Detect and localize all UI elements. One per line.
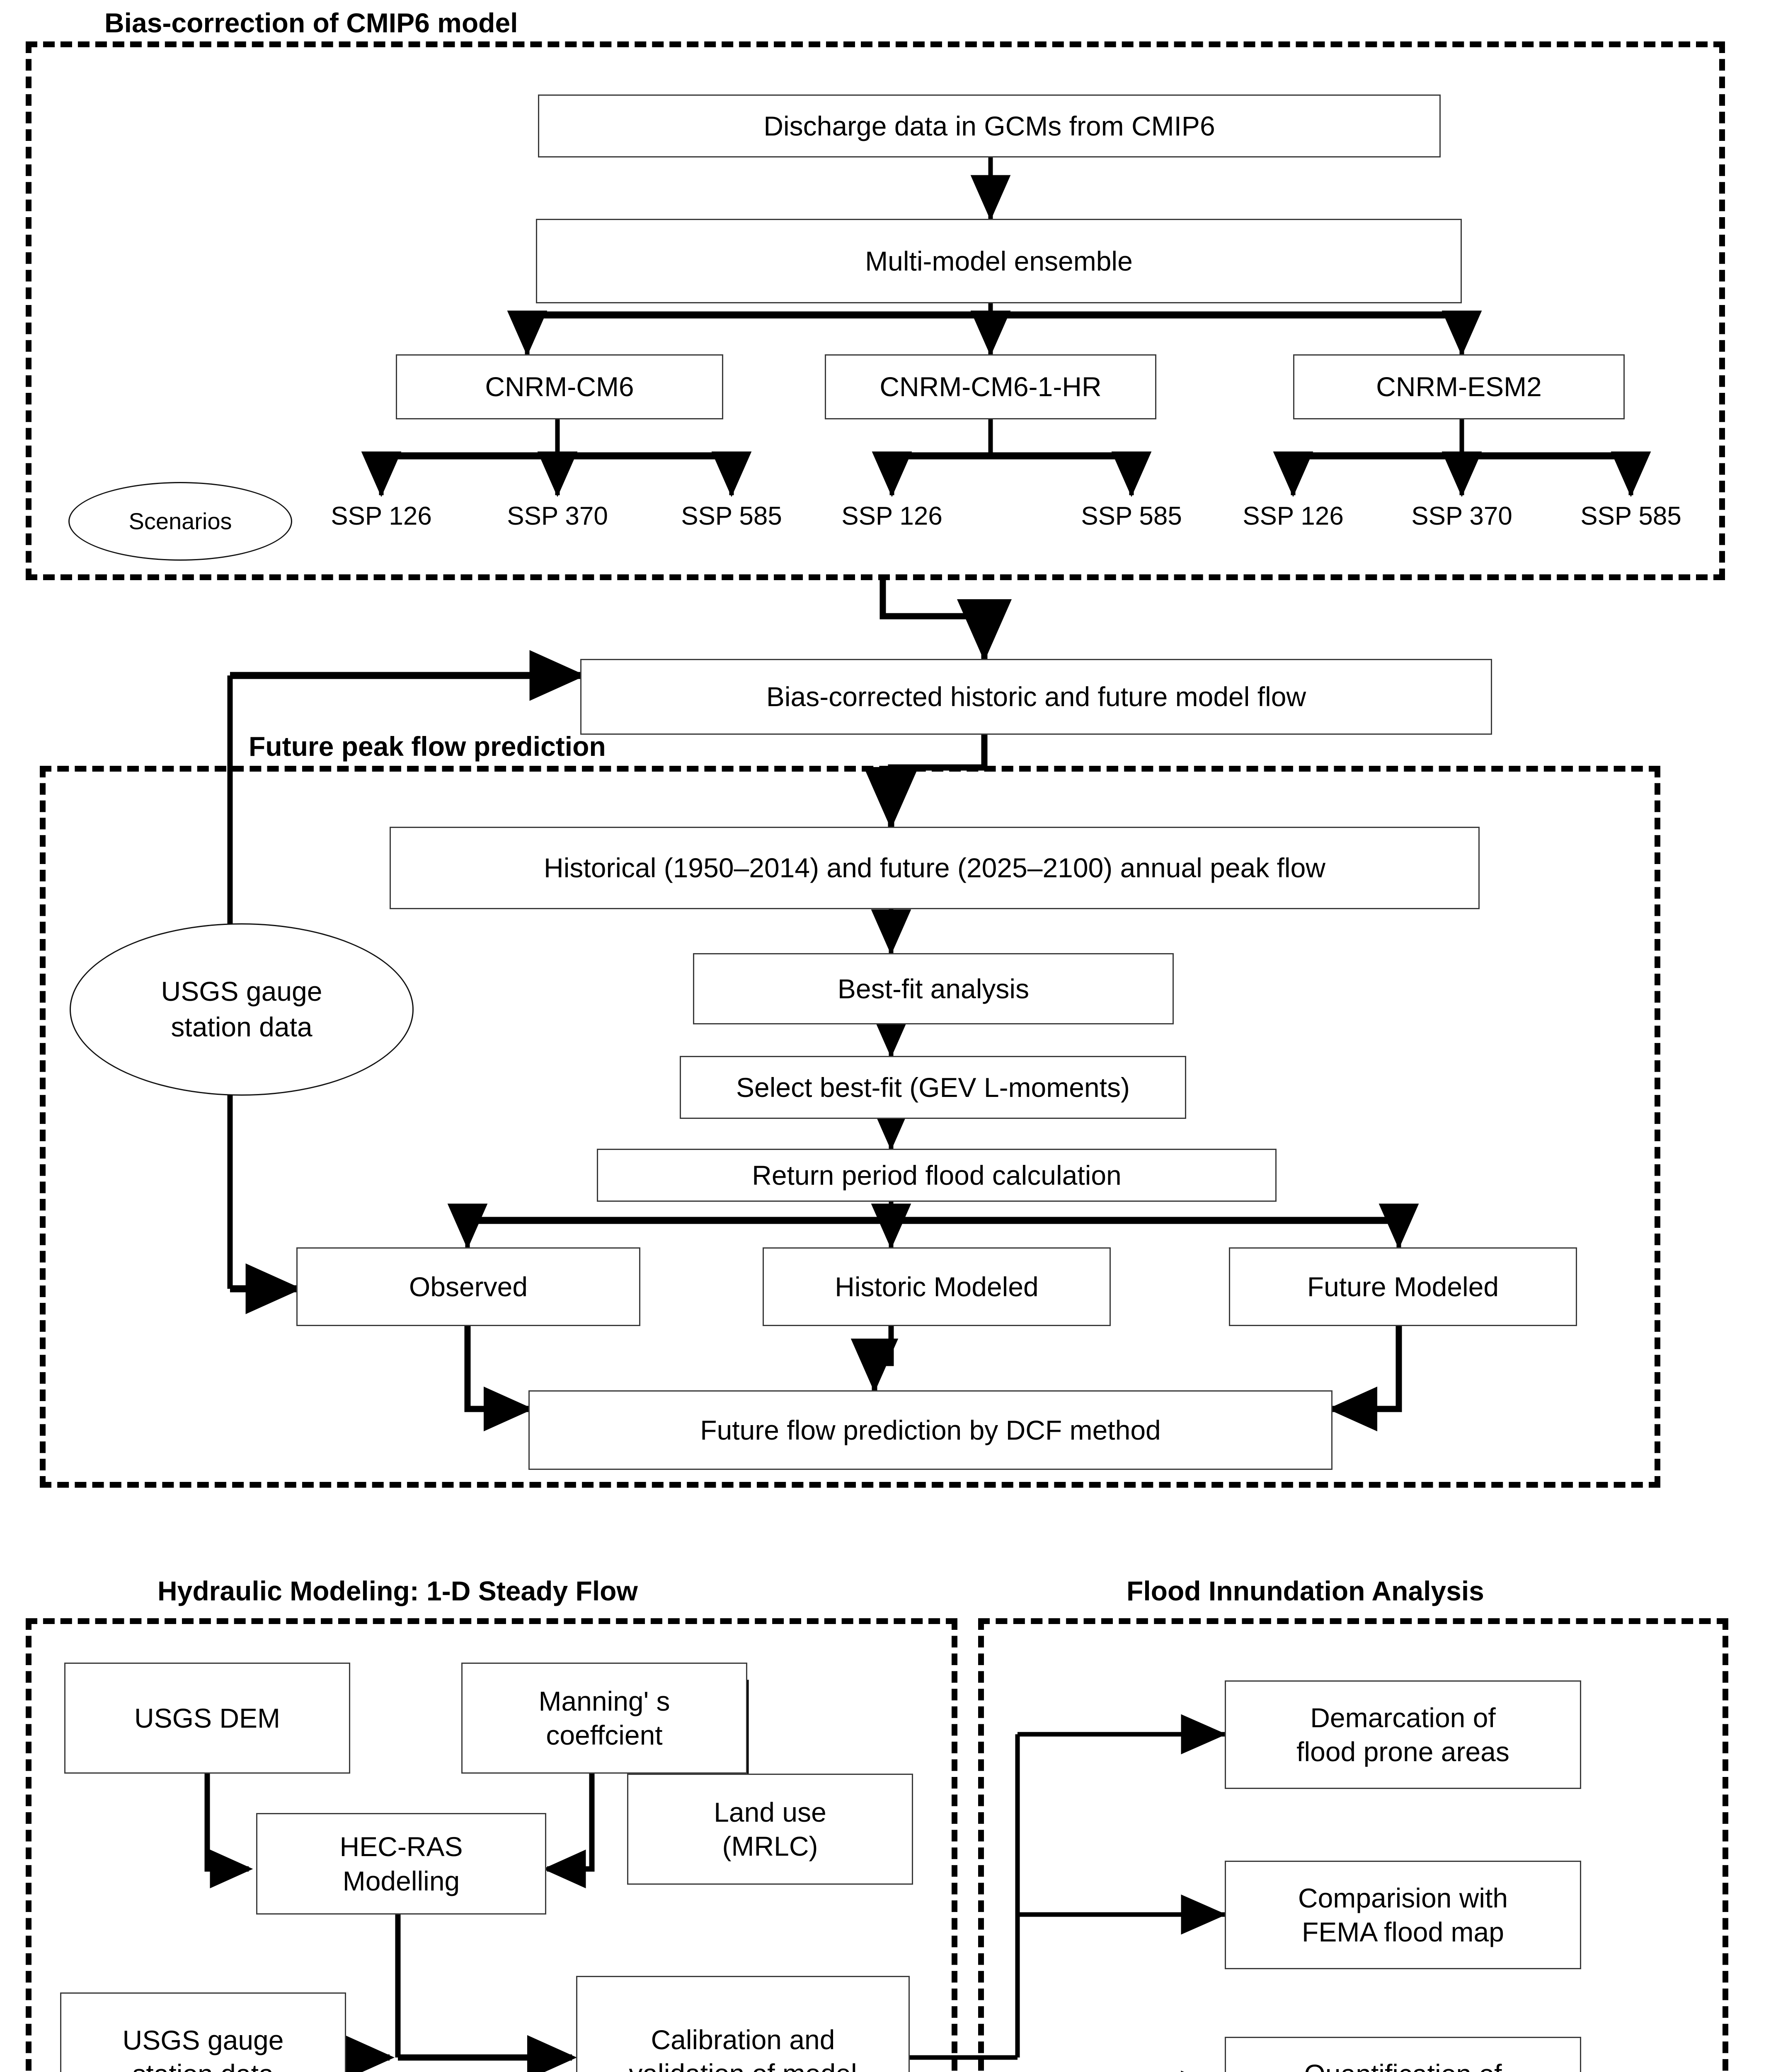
hec-ras-label: HEC-RAS Modelling (339, 1831, 463, 1896)
node-calibration-validation[interactable]: Calibration and validation of model (576, 1976, 910, 2072)
node-usgs-gauge-station-data-hydraulic[interactable]: USGS gauge station data (60, 1992, 346, 2072)
node-cnrm-esm2[interactable]: CNRM-ESM2 (1293, 354, 1625, 419)
node-multimodel-ensemble[interactable]: Multi-model ensemble (536, 219, 1462, 303)
node-best-fit-analysis[interactable]: Best-fit analysis (693, 953, 1174, 1024)
node-future-modeled[interactable]: Future Modeled (1229, 1247, 1577, 1326)
scenario-label-cm6-ssp126: SSP 126 (331, 502, 432, 530)
scenario-label-esm2-ssp126: SSP 126 (1243, 502, 1344, 530)
scenario-label-cm6-ssp370: SSP 370 (507, 502, 608, 530)
node-select-best-fit[interactable]: Select best-fit (GEV L-moments) (680, 1056, 1186, 1119)
node-scenarios-label: Scenarios (68, 482, 292, 561)
usgs-gauge-hyd-label: USGS gauge station data (122, 2024, 284, 2072)
land-use-label: Land use (MRLC) (714, 1796, 826, 1862)
node-discharge-data[interactable]: Discharge data in GCMs from CMIP6 (538, 94, 1441, 157)
panel-title-hydraulic-modeling: Hydraulic Modeling: 1-D Steady Flow (157, 1576, 638, 1606)
calibration-label: Calibration and validation of model (629, 2024, 857, 2072)
node-historical-future-peak-flow[interactable]: Historical (1950–2014) and future (2025–… (390, 827, 1480, 909)
scenario-label-esm2-ssp370: SSP 370 (1411, 502, 1512, 530)
node-hec-ras-modelling[interactable]: HEC-RAS Modelling (256, 1813, 546, 1915)
panel-title-flood-inundation: Flood Innundation Analysis (1127, 1576, 1484, 1606)
demarcation-label: Demarcation of flood prone areas (1296, 1702, 1509, 1767)
panel-title-bias-correction: Bias-correction of CMIP6 model (104, 7, 518, 38)
scenario-label-esm2-ssp585: SSP 585 (1580, 502, 1681, 530)
node-cnrm-cm6[interactable]: CNRM-CM6 (396, 354, 723, 419)
node-demarcation-flood-prone[interactable]: Demarcation of flood prone areas (1225, 1680, 1581, 1789)
node-dcf-method[interactable]: Future flow prediction by DCF method (528, 1390, 1332, 1470)
node-cnrm-cm6-1-hr[interactable]: CNRM-CM6-1-HR (825, 354, 1156, 419)
scenario-label-cm6hr-ssp126: SSP 126 (841, 502, 942, 530)
panel-flood-inundation (978, 1618, 1728, 2072)
mannings-label: Manning' s coeffcient (538, 1685, 670, 1751)
node-land-use-mrlc[interactable]: Land use (MRLC) (627, 1774, 913, 1885)
usgs-gauge-ellipse-label: USGS gauge station data (161, 976, 322, 1042)
comparison-label: Comparision with FEMA flood map (1298, 1882, 1508, 1948)
scenario-label-cm6-ssp585: SSP 585 (681, 502, 782, 530)
node-usgs-dem[interactable]: USGS DEM (64, 1663, 350, 1774)
node-quantification-inundation-extent[interactable]: Quantification of innundation extend (1225, 2037, 1581, 2072)
quantification-label: Quantification of innundation extend (1287, 2057, 1519, 2072)
scenario-label-cm6hr-ssp585: SSP 585 (1081, 502, 1182, 530)
node-bias-corrected-flow[interactable]: Bias-corrected historic and future model… (580, 659, 1492, 735)
panel-title-future-peak-flow: Future peak flow prediction (249, 731, 606, 762)
panel-hydraulic-modeling (26, 1618, 957, 2072)
node-observed[interactable]: Observed (296, 1247, 640, 1326)
panel-future-peak-flow (40, 766, 1660, 1488)
node-historic-modeled[interactable]: Historic Modeled (763, 1247, 1111, 1326)
node-comparison-fema-flood-map[interactable]: Comparision with FEMA flood map (1225, 1861, 1581, 1969)
panel-bias-correction (26, 41, 1725, 580)
node-usgs-gauge-station-ellipse: USGS gauge station data (70, 923, 414, 1096)
node-mannings-coefficient[interactable]: Manning' s coeffcient (461, 1663, 747, 1774)
node-return-period-flood[interactable]: Return period flood calculation (597, 1149, 1277, 1202)
